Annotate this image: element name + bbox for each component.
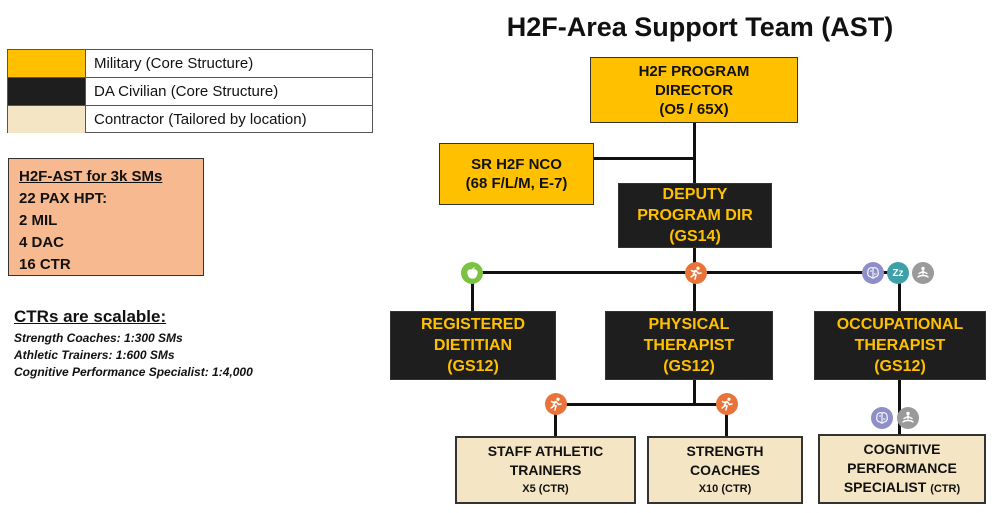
summary-line: 16 CTR: [19, 256, 71, 273]
connector-line: [554, 403, 727, 406]
brain-icon: [862, 262, 884, 284]
legend-label: Contractor (Tailored by location): [94, 111, 307, 128]
box-line: STAFF ATHLETIC: [487, 442, 604, 459]
connector-line: [554, 403, 557, 436]
connector-line: [594, 157, 694, 160]
runner-icon: [685, 262, 707, 284]
ctr-note-line: Strength Coaches: 1:300 SMs: [14, 331, 183, 345]
program-director-box: H2F PROGRAM DIRECTOR (O5 / 65X): [590, 57, 798, 123]
cognitive-specialist-box: COGNITIVE PERFORMANCE SPECIALIST (CTR): [818, 434, 986, 504]
ctr-note-heading: CTRs are scalable:: [14, 307, 167, 326]
summary-box: H2F-AST for 3k SMs 22 PAX HPT: 2 MIL 4 D…: [8, 158, 204, 276]
connector-line: [725, 403, 728, 436]
box-line: SPECIALIST (CTR): [844, 478, 960, 499]
runner-icon: [545, 393, 567, 415]
box-line: PHYSICAL: [648, 316, 730, 333]
connector-line: [693, 123, 696, 183]
box-line: REGISTERED: [420, 316, 525, 333]
meditation-icon: [897, 407, 919, 429]
legend-item-military: Military (Core Structure): [8, 50, 372, 78]
athletic-trainers-box: STAFF ATHLETIC TRAINERS X5 (CTR): [455, 436, 636, 504]
sleep-icon-text: Zz: [892, 267, 904, 279]
runner-icon: [716, 393, 738, 415]
connector-line: [898, 271, 901, 311]
summary-line: 4 DAC: [19, 234, 65, 251]
legend-label: DA Civilian (Core Structure): [94, 83, 279, 100]
box-line-part: SPECIALIST: [843, 478, 927, 495]
box-line: (GS12): [663, 358, 715, 375]
summary-line: 22 PAX HPT:: [19, 190, 108, 207]
box-line: SR H2F NCO: [471, 156, 562, 173]
box-line: H2F PROGRAM: [638, 62, 750, 80]
connector-line: [898, 380, 901, 434]
physical-therapist-box: PHYSICAL THERAPIST (GS12): [605, 311, 773, 380]
box-line: OCCUPATIONAL: [836, 316, 964, 333]
box-line: COACHES: [689, 461, 760, 478]
occupational-therapist-box: OCCUPATIONAL THERAPIST (GS12): [814, 311, 986, 380]
summary-heading: H2F-AST for 3k SMs: [19, 168, 163, 185]
box-line: THERAPIST: [643, 337, 735, 354]
box-line: PERFORMANCE: [847, 459, 957, 476]
meditation-icon: [912, 262, 934, 284]
sr-nco-box: SR H2F NCO (68 F/L/M, E-7): [439, 143, 594, 205]
connector-line: [693, 380, 696, 404]
box-line: TRAINERS: [509, 461, 582, 478]
box-line: (GS12): [874, 358, 926, 375]
box-line: (O5 / 65X): [659, 100, 729, 118]
summary-line: 2 MIL: [19, 212, 58, 229]
box-line: THERAPIST: [854, 337, 946, 354]
ctr-note-line: Athletic Trainers: 1:600 SMs: [14, 348, 175, 362]
box-line: (68 F/L/M, E-7): [465, 175, 568, 192]
box-line: (GS12): [447, 358, 499, 375]
legend: Military (Core Structure) DA Civilian (C…: [7, 49, 373, 133]
page-title: H2F-Area Support Team (AST): [506, 12, 894, 42]
legend-swatch: [8, 78, 86, 105]
strength-coaches-box: STRENGTH COACHES X10 (CTR): [647, 436, 803, 504]
legend-item-civilian: DA Civilian (Core Structure): [8, 78, 372, 106]
ctr-note-line: Cognitive Performance Specialist: 1:4,00…: [14, 365, 253, 379]
connector-line: [471, 271, 474, 311]
box-line: X5 (CTR): [522, 482, 569, 495]
deputy-director-box: DEPUTY PROGRAM DIR (GS14): [618, 183, 772, 248]
box-line-part: (CTR): [930, 482, 961, 495]
legend-swatch: [8, 50, 86, 77]
box-line: DIETITIAN: [433, 337, 513, 354]
box-line: STRENGTH: [686, 442, 764, 459]
legend-item-contractor: Contractor (Tailored by location): [8, 106, 372, 133]
box-line: DIRECTOR: [654, 81, 734, 99]
dietitian-box: REGISTERED DIETITIAN (GS12): [390, 311, 556, 380]
box-line: X10 (CTR): [698, 482, 752, 495]
apple-icon: [461, 262, 483, 284]
sleep-icon: Zz: [887, 262, 909, 284]
legend-label: Military (Core Structure): [94, 55, 254, 72]
box-line: PROGRAM DIR: [637, 207, 753, 224]
legend-swatch: [8, 106, 86, 133]
box-line: DEPUTY: [662, 186, 728, 203]
brain-icon: [871, 407, 893, 429]
box-line: (GS14): [669, 228, 721, 245]
box-line: COGNITIVE: [863, 440, 941, 457]
